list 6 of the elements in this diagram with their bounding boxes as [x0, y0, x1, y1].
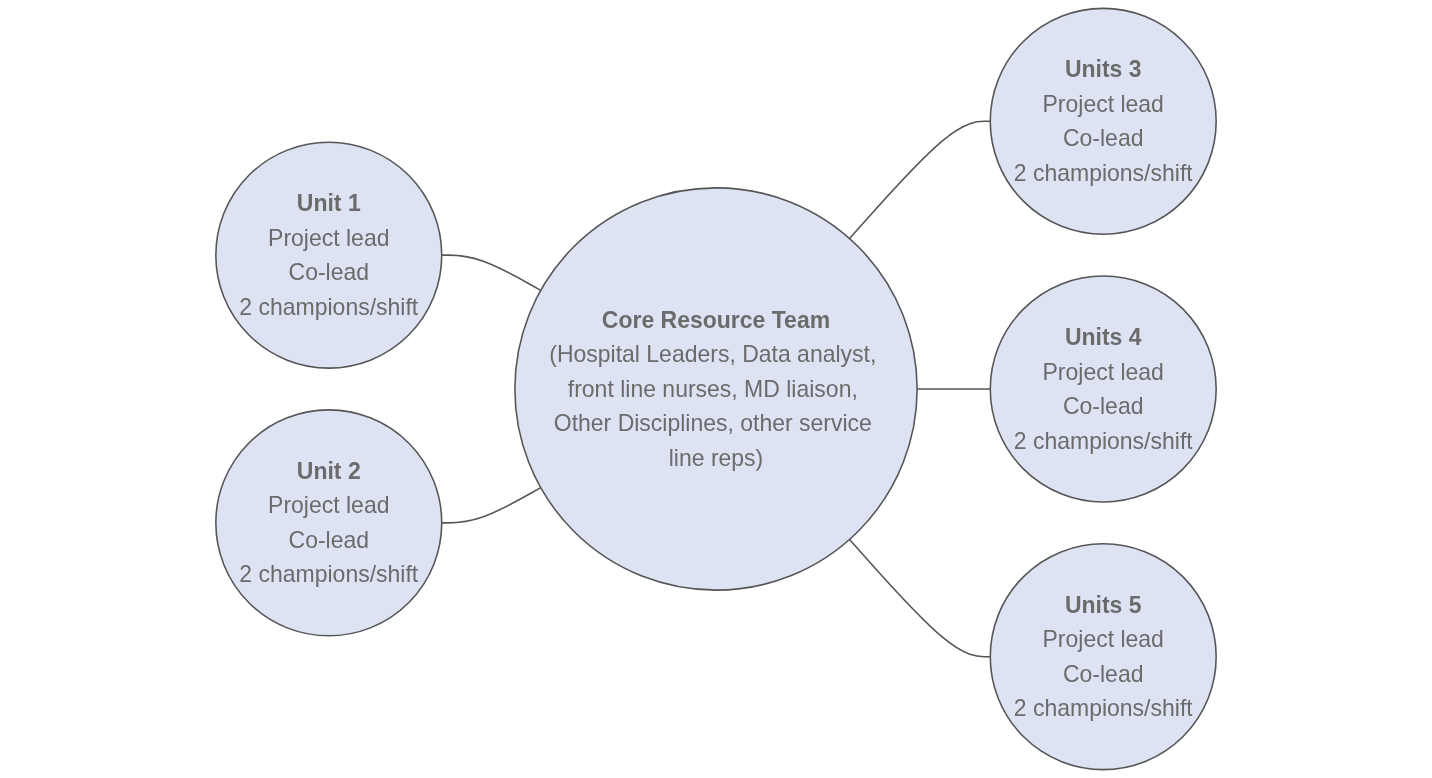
node-circle: Unit 1 Project lead Co-lead 2 champions/shift: [215, 141, 443, 369]
node-circle: Unit 2 Project lead Co-lead 2 champions/shift: [215, 409, 443, 637]
node-circle: Core Resource Team (Hospital Leaders, Data analyst, front line nurses, MD liaison, Other Disciplines, other service line reps): [514, 187, 918, 591]
node-circle: Units 5 Project lead Co-lead 2 champions/shift: [989, 542, 1217, 771]
node-circle: Units 4 Project lead Co-lead 2 champions/shift: [989, 275, 1217, 503]
node-circle: Units 3 Project lead Co-lead 2 champions/shift: [989, 7, 1217, 236]
